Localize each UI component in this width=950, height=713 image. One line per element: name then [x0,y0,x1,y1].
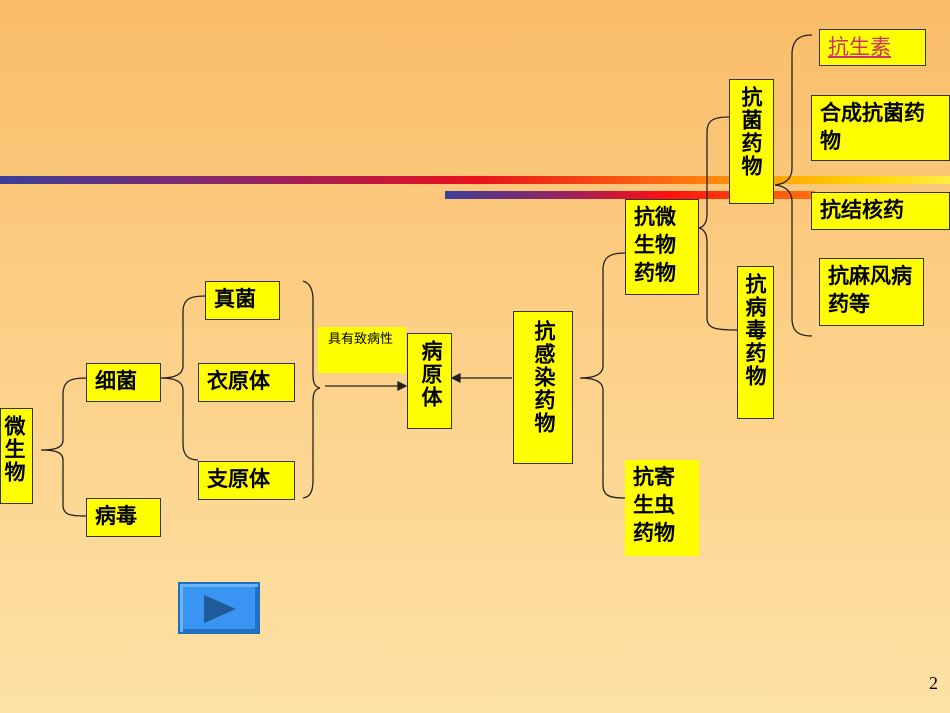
node-chlamydia: 衣原体 [198,363,295,402]
brace-antimicrobial [698,116,738,331]
node-virus: 病毒 [86,498,161,537]
brace-bacteria [160,295,206,461]
node-microorganism: 微生物 [0,408,33,504]
node-antibacterial: 抗菌药物 [729,79,774,204]
node-bacteria: 细菌 [86,363,161,402]
node-anti-infective: 抗感染药物 [513,311,573,464]
node-mycoplasma: 支原体 [198,461,295,500]
brace-pathogens [302,280,321,499]
antibiotics-link[interactable]: 抗生素 [828,35,891,59]
decor-stripe-bottom [445,191,815,199]
brace-anti-infective [579,252,626,499]
node-fungi: 真菌 [205,281,280,320]
node-antibiotics[interactable]: 抗生素 [819,29,926,66]
node-antimicrobial: 抗微生物药物 [625,199,699,295]
play-button[interactable] [178,582,260,634]
decor-stripe-top [0,176,950,184]
page-number: 2 [929,673,938,693]
label-pathogenic: 具有致病性 [318,327,406,373]
play-icon [204,595,236,623]
node-antiparasitic: 抗寄生虫药物 [625,460,699,556]
node-synthetic-antibacterial: 合成抗菌药物 [811,95,950,161]
node-pathogen: 病原体 [407,333,452,429]
node-antituberculosis: 抗结核药 [811,192,950,230]
node-antileprosy: 抗麻风病药等 [819,258,924,326]
brace-antibacterial [774,34,813,337]
node-antiviral: 抗病毒药物 [737,266,774,419]
brace-microorganism [40,377,87,517]
